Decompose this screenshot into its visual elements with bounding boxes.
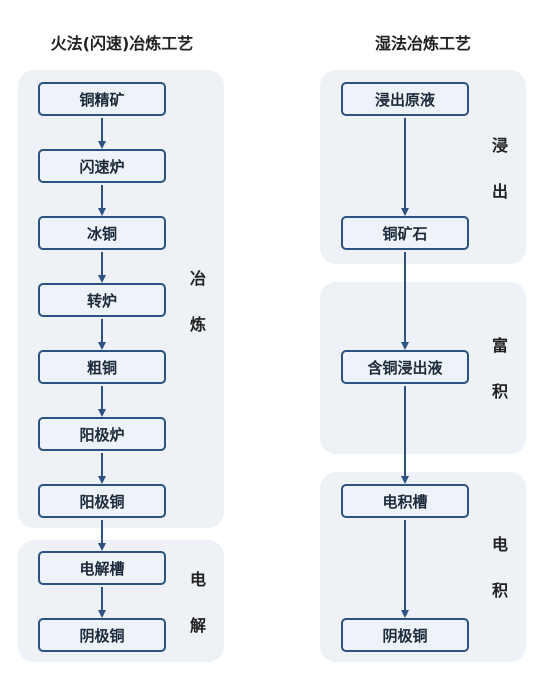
node-anode-furnace: 阳极炉 xyxy=(38,417,166,451)
stage-char: 炼 xyxy=(189,315,206,334)
node-flash-furnace: 闪速炉 xyxy=(38,149,166,183)
stage-char: 出 xyxy=(491,182,508,201)
stage-char: 解 xyxy=(189,616,206,635)
node-copper-leachate: 含铜浸出液 xyxy=(341,350,469,384)
node-leach-solution: 浸出原液 xyxy=(341,82,469,116)
stage-label-electrolysis: 电 解 xyxy=(187,557,209,649)
stage-char: 电 xyxy=(189,570,206,589)
stage-char: 积 xyxy=(491,382,508,401)
node-cathode-copper-left: 阴极铜 xyxy=(38,618,166,652)
node-converter: 转炉 xyxy=(38,283,166,317)
stage-label-leaching: 浸 出 xyxy=(489,123,511,215)
stage-char: 电 xyxy=(491,535,508,554)
node-electrolytic-cell: 电解槽 xyxy=(38,551,166,585)
stage-char: 富 xyxy=(491,336,508,355)
left-title: 火法(闪速)冶炼工艺 xyxy=(50,34,194,53)
stage-char: 浸 xyxy=(491,136,508,155)
node-blister-copper: 粗铜 xyxy=(38,350,166,384)
node-copper-ore: 铜矿石 xyxy=(341,216,469,250)
stage-char: 积 xyxy=(491,581,508,600)
right-title: 湿法冶炼工艺 xyxy=(374,34,471,53)
node-anode-copper: 阳极铜 xyxy=(38,484,166,518)
node-matte: 冰铜 xyxy=(38,216,166,250)
stage-label-smelting: 冶 炼 xyxy=(187,256,209,348)
node-copper-concentrate: 铜精矿 xyxy=(38,82,166,116)
stage-label-enrichment: 富 积 xyxy=(489,323,511,415)
stage-char: 冶 xyxy=(189,269,206,288)
node-electrowinning-cell: 电积槽 xyxy=(341,484,469,518)
node-cathode-copper-right: 阴极铜 xyxy=(341,618,469,652)
stage-label-electrowinning: 电 积 xyxy=(489,522,511,614)
